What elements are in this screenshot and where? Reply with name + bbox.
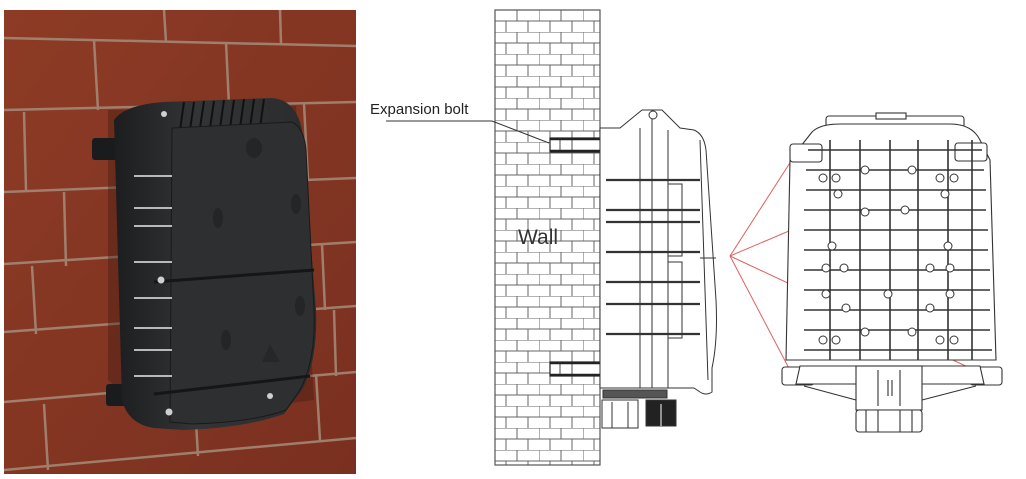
expansion-bolt-label: Expansion bolt: [370, 101, 469, 118]
wall-label: Wall: [518, 226, 559, 249]
brick-wall-render: [4, 10, 356, 474]
expansion-bolt-bottom: [549, 361, 603, 377]
enclosure-base-view: [781, 112, 1003, 433]
enclosure-side-view: [599, 109, 717, 429]
bolt-leader-line: [386, 120, 550, 144]
wall-section: [494, 9, 601, 466]
mount-tab-top-right: [954, 142, 988, 162]
mount-tab-top-left: [789, 143, 823, 163]
installation-photo: [4, 10, 356, 474]
expansion-bolt-top: [549, 137, 603, 153]
